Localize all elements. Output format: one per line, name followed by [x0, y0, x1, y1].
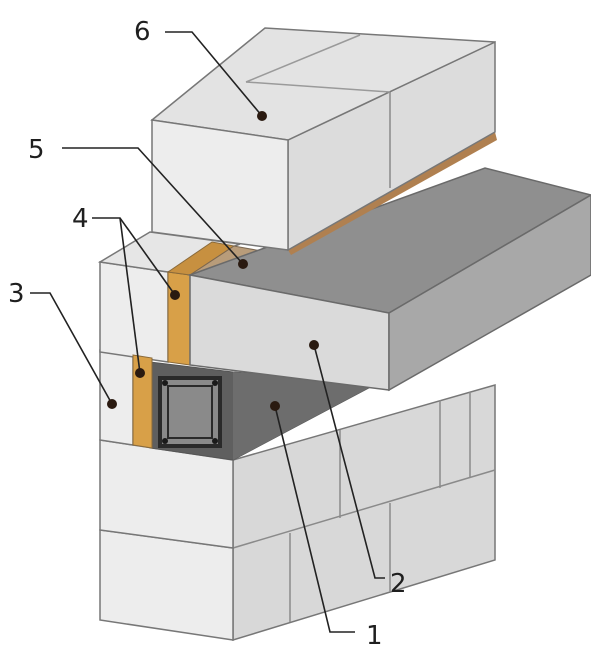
callout-4: 4: [72, 204, 89, 234]
floor-slab-2: [187, 167, 591, 392]
insulation-lower: [132, 354, 153, 449]
upper-wall-front: [151, 119, 289, 251]
dot-4-a: [170, 290, 180, 300]
leader-3: [30, 292, 113, 405]
ring-beam-1: [149, 361, 382, 461]
leader-6: [165, 31, 263, 117]
dot-2: [309, 340, 319, 350]
dot-3: [107, 399, 117, 409]
upper-block-side: [99, 261, 169, 363]
leader-5: [62, 147, 244, 265]
upper-wall-6: [150, 27, 497, 255]
dot-6: [257, 111, 267, 121]
callout-6: 6: [134, 17, 151, 47]
leader-1: [274, 405, 355, 633]
callout-2: 2: [390, 569, 407, 599]
leader-2: [313, 344, 385, 579]
callout-labels: 6 5 4 3 2 1: [8, 17, 407, 650]
callout-3: 3: [8, 279, 25, 309]
leaders: [30, 31, 385, 633]
lower-block-bottom: [99, 529, 234, 641]
leader-dots: [107, 111, 319, 411]
dot-5: [238, 259, 248, 269]
callout-1: 1: [366, 621, 383, 650]
lower-block-side-3: [99, 349, 134, 446]
dot-4-b: [135, 368, 145, 378]
dot-1: [270, 401, 280, 411]
leader-4-b: [119, 217, 141, 374]
upper-wall-bed: [288, 132, 497, 255]
slab-side: [388, 194, 591, 392]
rebar-cage: [158, 376, 222, 448]
lower-wall-front: [99, 261, 234, 641]
ring-beam-top: [233, 372, 380, 460]
callout-5: 5: [28, 135, 45, 165]
